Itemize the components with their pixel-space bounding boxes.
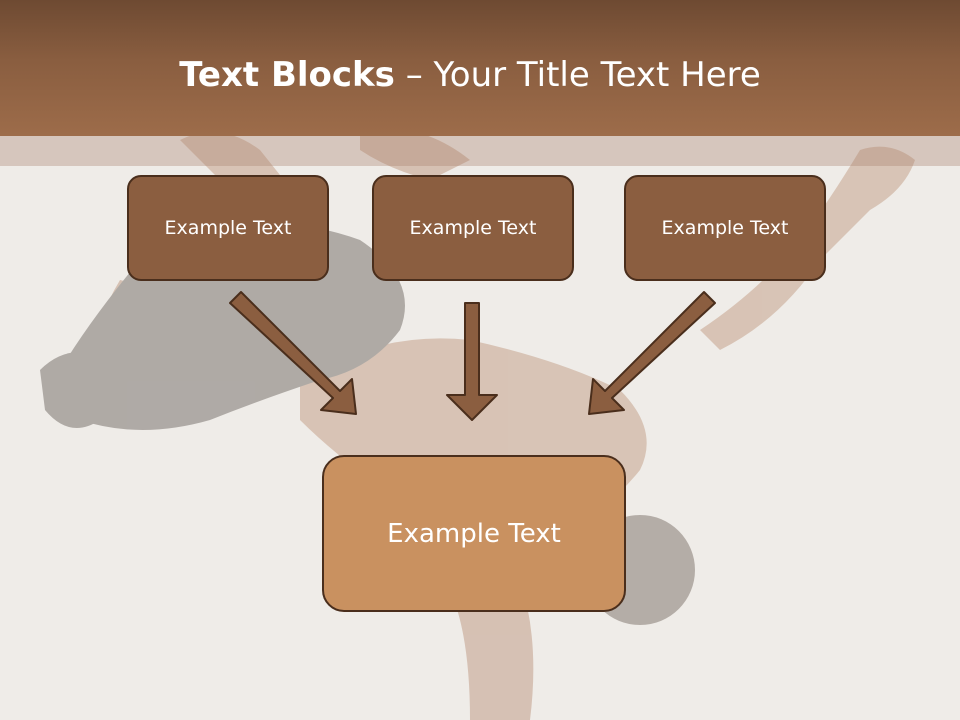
text-box-bottom-label: Example Text (387, 518, 561, 549)
title-bold-part: Text Blocks (179, 55, 395, 95)
text-box-right-label: Example Text (661, 217, 789, 239)
title-separator: – (394, 55, 434, 95)
text-box-center-label: Example Text (409, 217, 537, 239)
text-box-center: Example Text (372, 175, 574, 281)
title-banner (0, 0, 960, 136)
title-banner-strip (0, 136, 960, 166)
text-box-left: Example Text (127, 175, 329, 281)
text-box-left-label: Example Text (164, 217, 292, 239)
title-rest-part: Your Title Text Here (433, 55, 761, 95)
text-box-right: Example Text (624, 175, 826, 281)
text-box-bottom: Example Text (322, 455, 626, 612)
slide-title: Text Blocks – Your Title Text Here (0, 52, 940, 98)
